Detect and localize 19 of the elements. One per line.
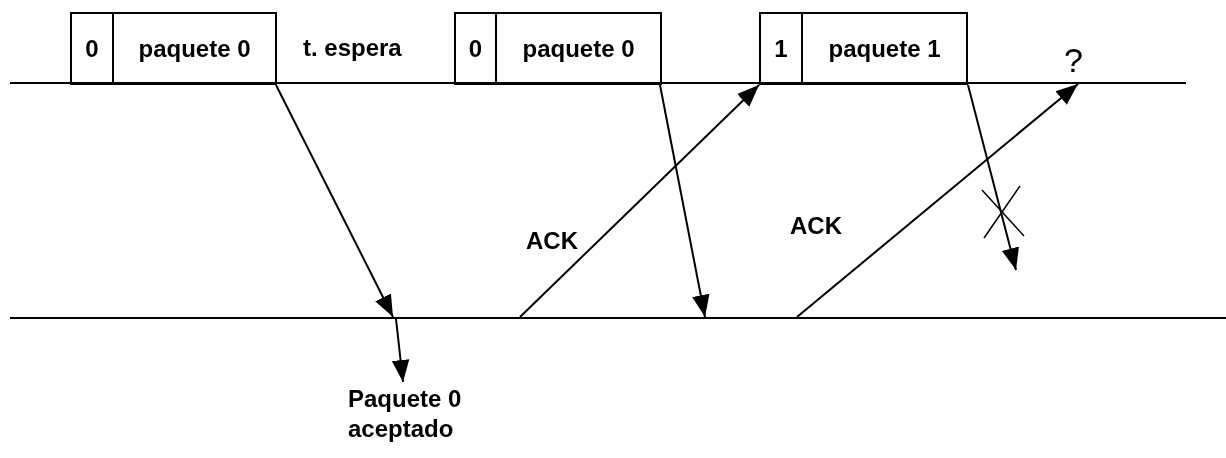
arrow: [967, 84, 1019, 271]
packet-field: paquete 1: [801, 12, 968, 85]
packet-field: paquete 0: [112, 12, 277, 85]
arrow: [391, 318, 410, 383]
edge-label: ACK: [790, 212, 842, 240]
arrow: [519, 84, 760, 318]
packet-field: 0: [70, 12, 114, 85]
arrow: [796, 83, 1079, 318]
note-text: Paquete 0 aceptado: [348, 382, 518, 446]
packet-field: 0: [454, 12, 497, 85]
packet-field: 1: [759, 12, 803, 85]
timeline: [10, 317, 1226, 319]
arrow: [659, 84, 710, 318]
question-mark: ?: [1064, 42, 1083, 78]
timeline: [10, 82, 1186, 84]
packet-field: paquete 0: [495, 12, 662, 85]
arrow: [275, 84, 394, 318]
label-text: t. espera: [303, 34, 402, 62]
edge-label: ACK: [526, 227, 578, 255]
